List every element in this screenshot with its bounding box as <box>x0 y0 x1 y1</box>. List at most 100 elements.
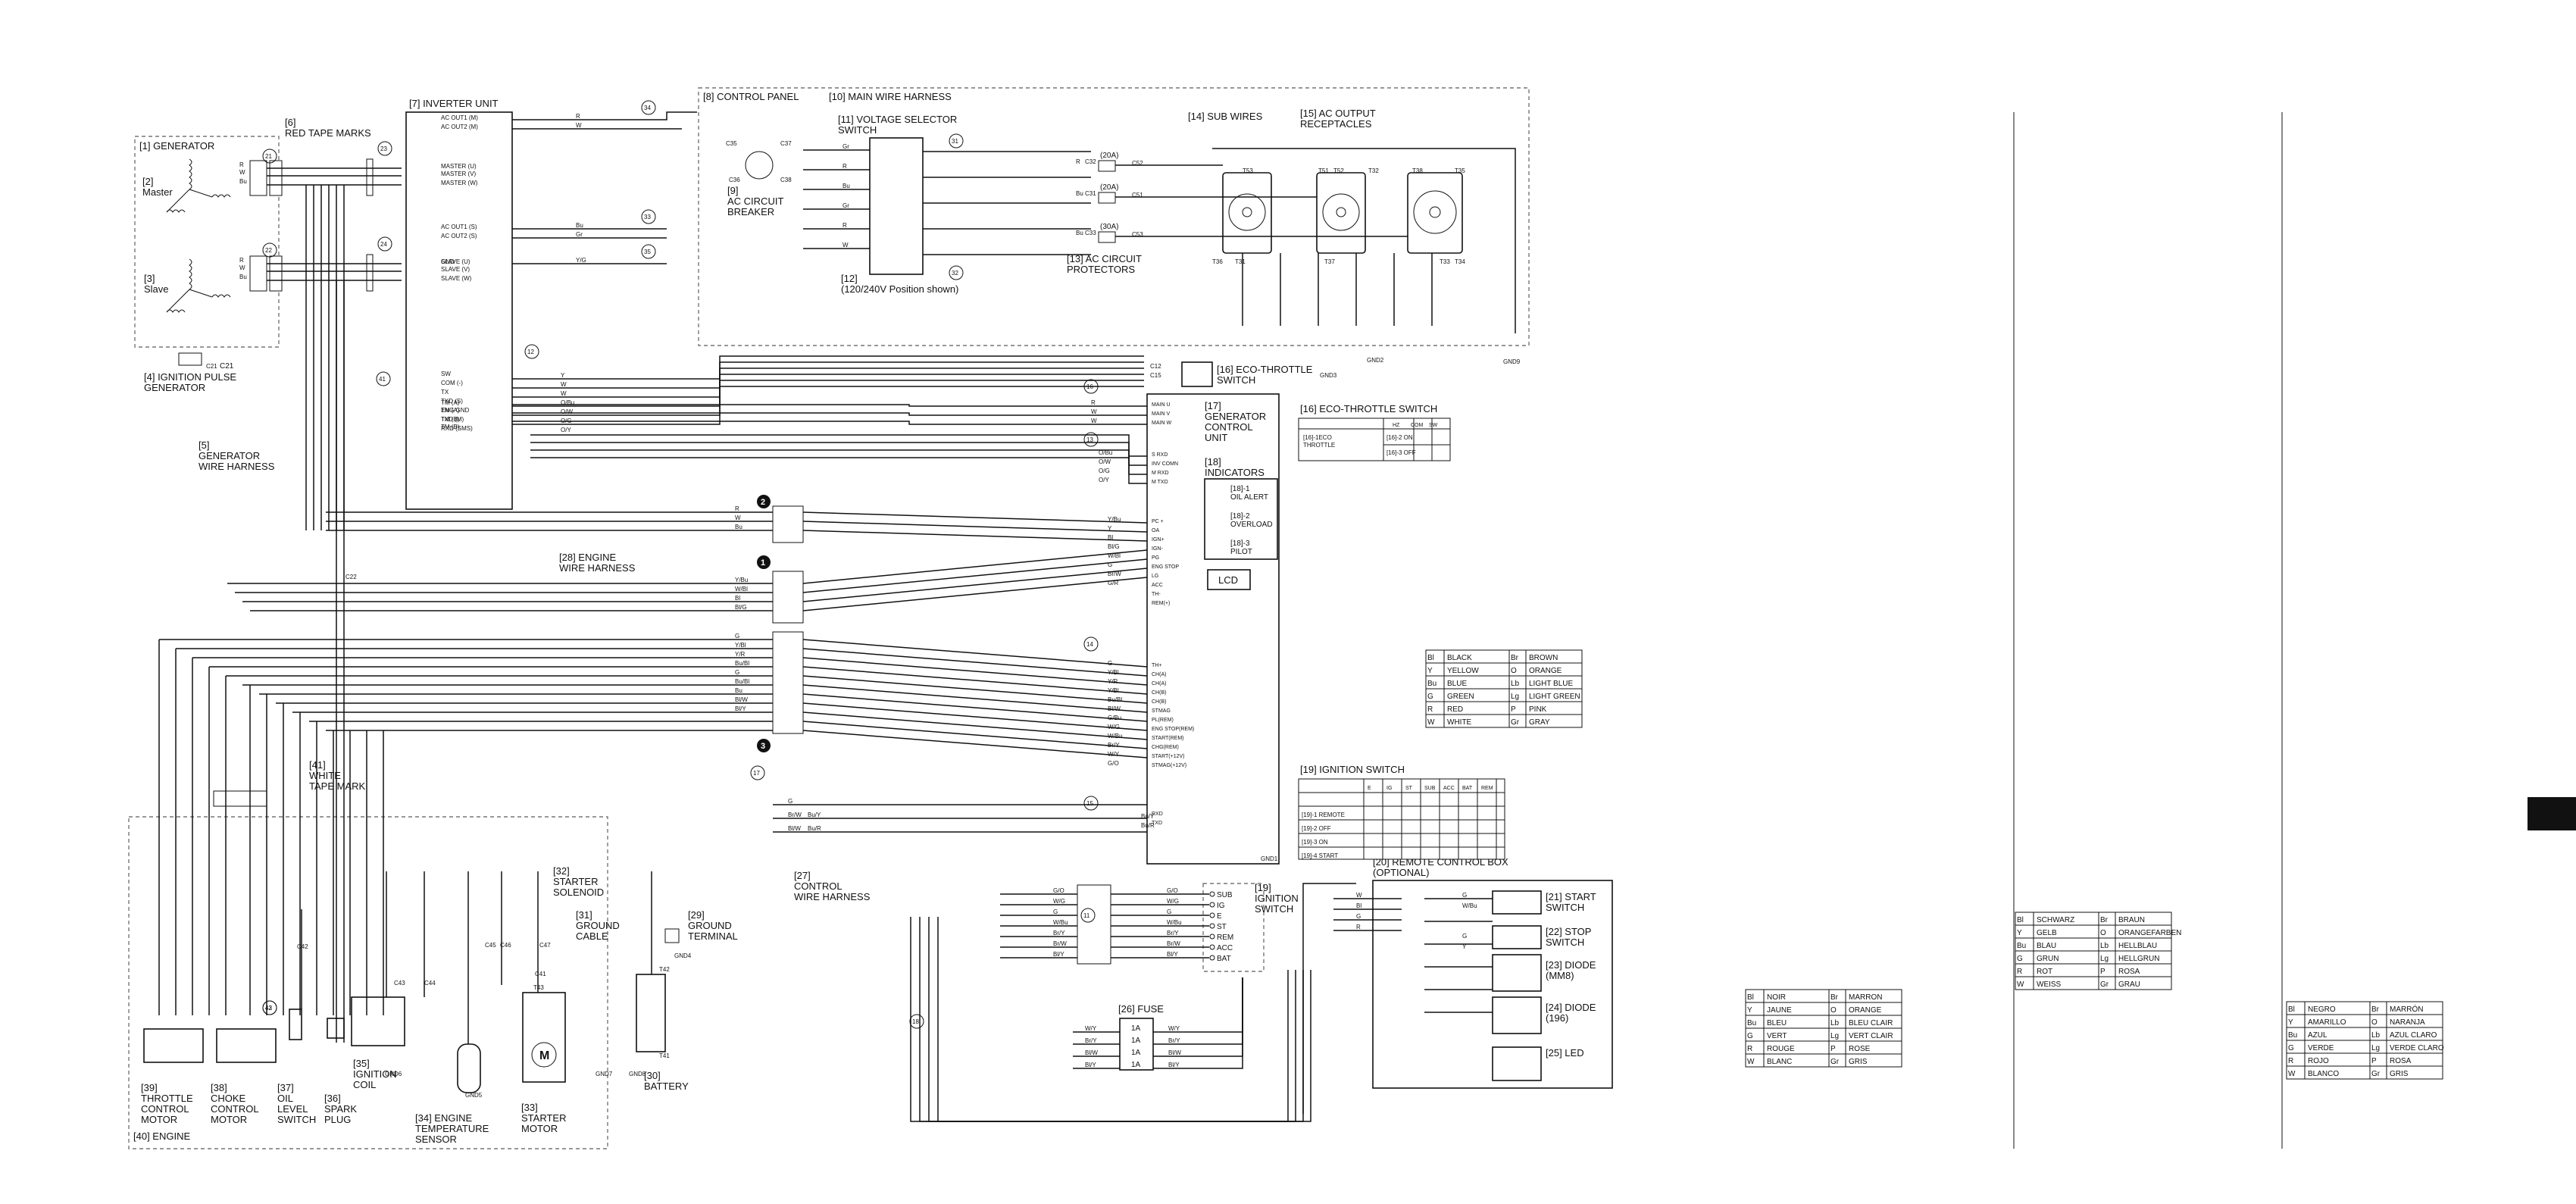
wire-color-label: Y <box>561 372 565 379</box>
wire <box>802 639 1148 668</box>
color-cell: Bl <box>2017 916 2024 924</box>
ign-table-title: [19] IGNITION SWITCH <box>1300 764 1405 775</box>
color-cell: GRAY <box>1529 718 1550 727</box>
eco-header: SW <box>1429 423 1438 428</box>
wire-color-label: Bu <box>1076 230 1083 236</box>
wire-color-tag: Bu <box>1076 190 1083 197</box>
color-cell: WEISS <box>2037 980 2062 989</box>
inverter-label: [7] INVERTER UNIT <box>409 98 499 109</box>
wire <box>802 568 1148 602</box>
wire-color-label: G <box>788 798 792 805</box>
wire-color-label: W <box>1091 417 1097 424</box>
callout-circle <box>909 1014 924 1029</box>
color-cell: NARANJA <box>2390 1018 2425 1027</box>
wire-color-tag: Y/G <box>576 257 586 264</box>
connector-id: C53 <box>1132 231 1143 238</box>
gcu-pin: INV COMN <box>1152 461 1178 467</box>
starter-motor-m: M <box>539 1049 549 1062</box>
wire-color-tag: W <box>1356 892 1362 899</box>
gcu-pin: MAIN U <box>1152 402 1171 408</box>
wire-color-tag: R <box>1356 924 1361 930</box>
inverter-pin: TM (A) <box>441 399 460 406</box>
color-cell: VERT <box>1767 1032 1787 1040</box>
eco-row-sub: [16]-2 ON <box>1386 434 1413 441</box>
color-cell: LIGHT BLUE <box>1529 680 1573 688</box>
wire-color-label: G <box>1108 561 1112 568</box>
wire-color-label: Y/R <box>735 651 746 658</box>
wire <box>530 449 1147 475</box>
wire-color-tag: Bu/Y <box>808 812 821 818</box>
terminal-id: T51 <box>1318 167 1329 174</box>
wire-color-tag: R <box>843 163 847 170</box>
wire-color-label: R <box>576 113 580 120</box>
battery-icon <box>636 974 666 1052</box>
gcu-pin: ENG STOP <box>1152 564 1179 570</box>
color-cell: BLUE <box>1447 680 1467 688</box>
wire-color-tag: W/G <box>1167 898 1179 905</box>
position-note: [12](120/240V Position shown) <box>841 273 958 295</box>
fuse-1a-4: 1A <box>1131 1061 1141 1069</box>
connector-21 <box>249 160 267 196</box>
wire-color-tag: Bu <box>239 274 247 280</box>
gcu-pin: START(+12V) <box>1152 754 1185 759</box>
wire-color-tag: Bu/Bl <box>1108 696 1122 703</box>
wire-color-label: Gr <box>843 202 849 209</box>
wire-color-label: Y <box>1462 943 1467 950</box>
callout-number: 35 <box>644 249 651 255</box>
wire-color-label: Br/Y <box>1167 930 1179 937</box>
wire-color-tag: G <box>1462 892 1467 899</box>
inverter-pin: GND <box>441 258 455 265</box>
wire-color-label: Bl/Y <box>1053 951 1064 958</box>
wire <box>512 421 1147 425</box>
wire-color-tag: R <box>843 222 847 229</box>
wire-color-label: Gr <box>576 231 583 238</box>
eco-switch-icon <box>1181 361 1213 387</box>
terminal-id: T37 <box>1324 258 1335 265</box>
rating-2: (20A) <box>1100 183 1118 192</box>
wire-color-tag: Y/Bl <box>1108 687 1119 694</box>
color-cell: O <box>2100 929 2106 937</box>
wire-color-tag: G <box>788 798 792 805</box>
wire-color-tag: G <box>735 633 739 640</box>
color-cell: P <box>2100 968 2106 976</box>
ignition-coil-icon <box>351 996 405 1046</box>
wire-color-tag: Gr <box>843 143 849 150</box>
wire-color-label: R <box>1076 158 1080 165</box>
callout-circle <box>524 344 539 359</box>
wire-color-tag: W <box>843 242 849 249</box>
wire-color-tag: W/Y <box>1108 751 1120 758</box>
stop-switch-icon <box>1492 925 1542 949</box>
wire <box>802 666 1148 695</box>
connector-id: C31 <box>1085 190 1096 197</box>
color-cell: BLACK <box>1447 654 1472 662</box>
wire-color-label: Bu <box>239 178 247 185</box>
color-cell: Bu <box>2288 1031 2297 1040</box>
color-cell: Gr <box>2100 980 2109 989</box>
connector-21-mate <box>269 160 283 196</box>
receptacle-1 <box>1222 172 1272 254</box>
gcu-pin: TXD <box>1152 821 1162 826</box>
color-cell: Lb <box>1830 1019 1840 1027</box>
gcu-pin: CH(A) <box>1152 681 1166 686</box>
wire-color-tag: R <box>1091 399 1096 406</box>
ignition-pin: REM <box>1217 933 1233 942</box>
wire-color-tag: R <box>239 161 244 168</box>
ign-header: IG <box>1386 786 1392 791</box>
wire-color-tag: Bu <box>1076 230 1083 236</box>
gcu-pin: CHG(REM) <box>1152 745 1179 750</box>
wire <box>802 711 1148 740</box>
led-icon <box>1492 1046 1542 1081</box>
wire-color-label: G <box>1356 913 1361 920</box>
callout-number: 24 <box>380 241 387 248</box>
callout-circle <box>262 1000 277 1015</box>
wire-color-tag: W/Y <box>1168 1025 1180 1032</box>
wire-color-label: Y/Bu <box>735 577 748 583</box>
wire-color-tag: W <box>1091 417 1097 424</box>
gcu-pin: CH(A) <box>1152 672 1166 677</box>
connector-id: C52 <box>1132 160 1143 167</box>
gcu-pin: S RXD <box>1152 452 1168 458</box>
